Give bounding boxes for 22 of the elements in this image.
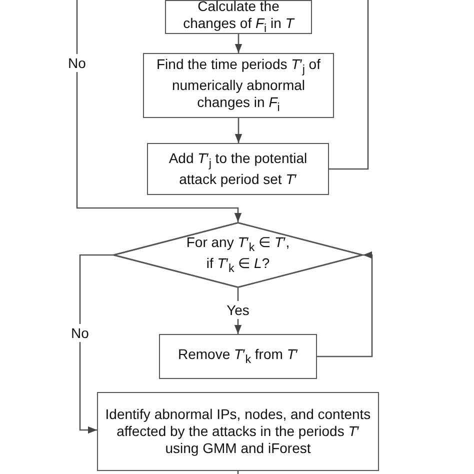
edge-label: No <box>69 324 91 342</box>
process-box <box>147 143 329 195</box>
step-text: Find the time periods T′$_{j}$ of numerically abnormal changes in F$_{i}$ <box>156 56 322 115</box>
process-box <box>159 334 317 379</box>
step-text: For any T′$_{k}$ ∈ T′, if T′$_{k}$ ∈ L? <box>185 234 291 276</box>
process-box <box>143 53 334 118</box>
connector-line <box>237 471 239 474</box>
decision-diamond <box>113 222 363 288</box>
process-box <box>97 392 379 471</box>
step-text: Identify abnormal IPs, nodes, and contents affected by the attacks in the periods T′ using GMM and iForest <box>104 406 372 457</box>
step-text: Calculate the changes of F$_{i}$ in T <box>182 0 296 36</box>
arrow <box>234 34 242 53</box>
arrow <box>79 254 113 434</box>
edge-label: Yes <box>224 301 252 319</box>
arrow <box>317 251 373 358</box>
arrow <box>76 0 242 222</box>
arrow <box>234 118 242 143</box>
connector-line <box>329 0 369 170</box>
step-text: Remove T′$_{k}$ from T′ <box>176 346 299 367</box>
step-text: Add T′$_{j}$ to the potential attack period set T′ <box>168 150 308 188</box>
process-box <box>165 0 312 34</box>
edge-label: No <box>66 54 88 72</box>
